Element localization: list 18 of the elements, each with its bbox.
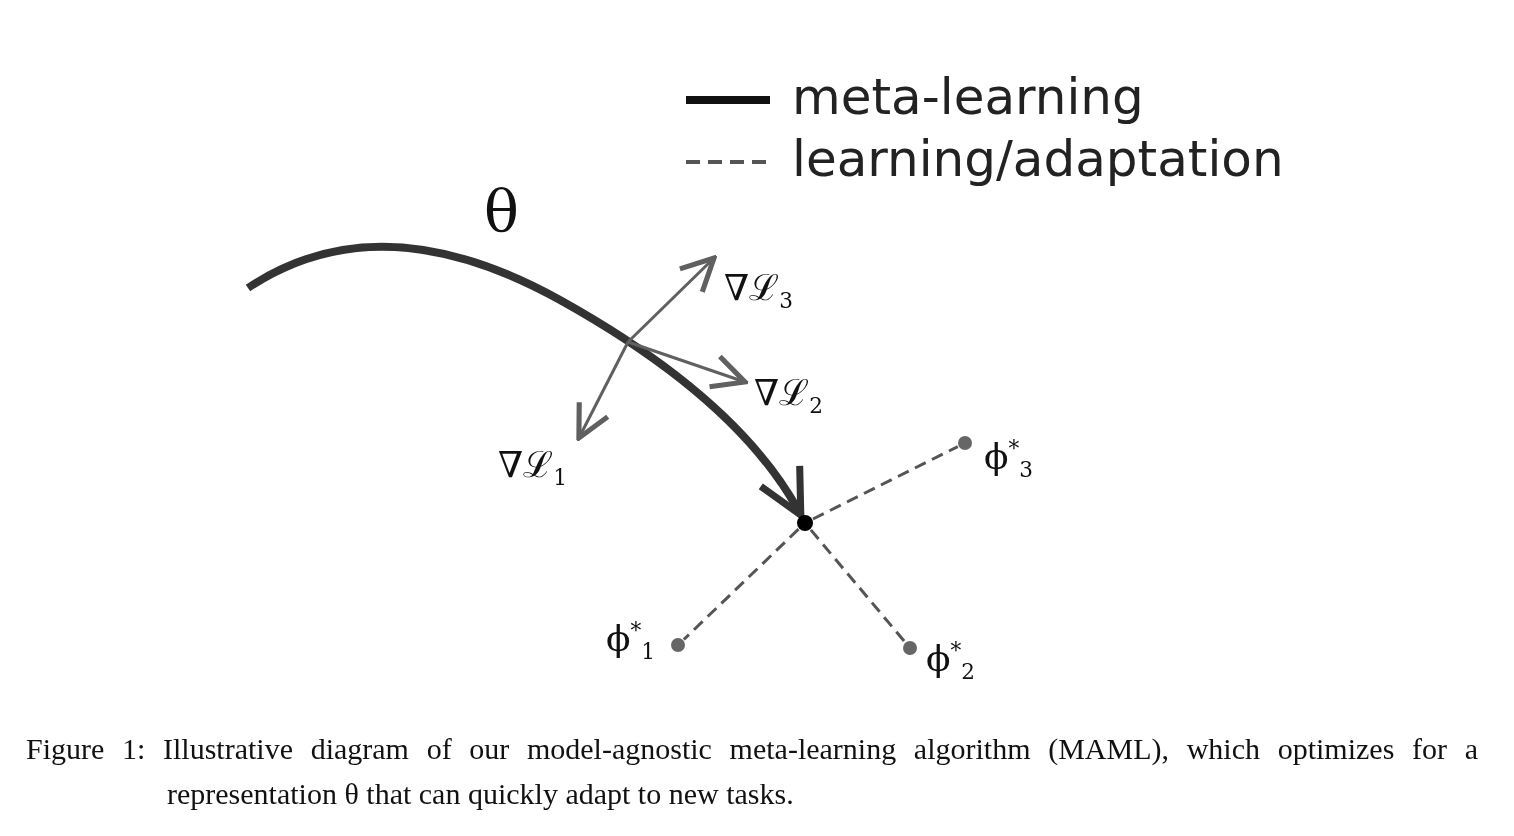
arrow xyxy=(627,340,748,390)
arrow xyxy=(245,243,805,519)
point-dot xyxy=(671,638,685,652)
gradient-label: ∇ℒ$_{1}$ xyxy=(498,447,567,489)
figure-caption: Figure 1: Illustrative diagram of our model-agnostic meta-learning algorithm (MAML), which optimizes for a representation θ that can quickly adapt to new tasks. xyxy=(26,731,1478,812)
point-dot xyxy=(797,515,813,531)
arrow xyxy=(626,255,717,344)
arrow xyxy=(576,341,630,441)
edge-label: θ xyxy=(484,182,519,240)
point-dot xyxy=(958,436,972,450)
dashed-line xyxy=(809,528,907,643)
legend-label: meta-learning xyxy=(792,72,1144,122)
gradient-label: ∇ℒ$_{2}$ xyxy=(754,375,823,417)
dashed-line xyxy=(682,528,800,641)
point-dot xyxy=(903,641,917,655)
dashed-line xyxy=(812,445,959,521)
gradient-label: ∇ℒ$_{3}$ xyxy=(724,270,793,312)
legend-label: learning/adaptation xyxy=(792,134,1284,184)
